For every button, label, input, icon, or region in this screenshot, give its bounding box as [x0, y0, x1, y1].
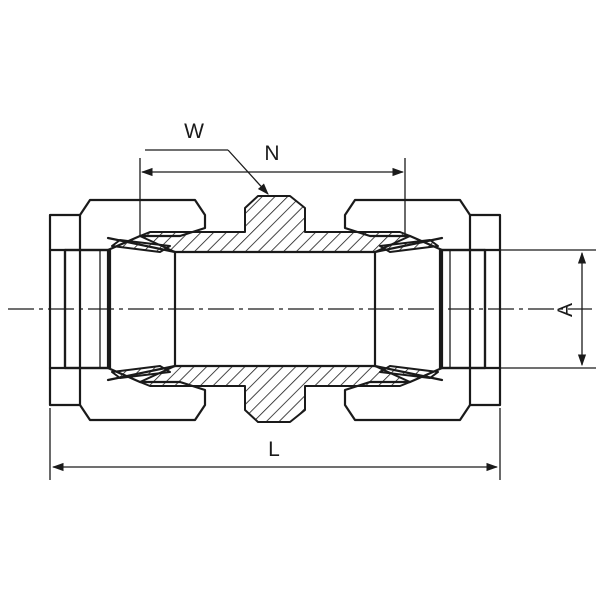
dimension-a-label: A — [554, 303, 577, 317]
body-section-lower — [139, 365, 411, 423]
body-section-upper — [139, 195, 411, 253]
dimension-l-label: L — [268, 438, 280, 461]
dimension-n: N — [139, 142, 406, 236]
dimension-a: A — [500, 249, 596, 369]
dimension-w-label: W — [184, 120, 204, 143]
dimension-w: W — [145, 120, 269, 195]
dimension-l: L — [49, 408, 501, 480]
dimension-n-label: N — [264, 142, 279, 165]
